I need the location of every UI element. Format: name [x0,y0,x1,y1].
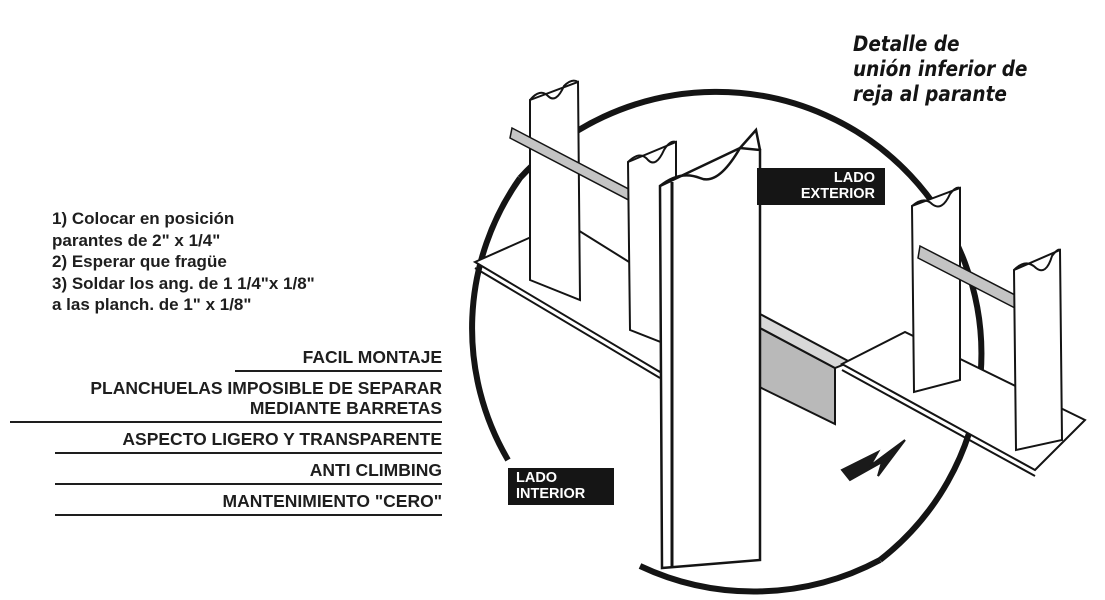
detail-circle [517,88,985,563]
middle-bar-break [627,140,677,164]
main-post [658,146,762,570]
instruction-step-2-line-1: 2) Esperar que fragüe [52,252,227,271]
instruction-step-1-line-2: parantes de 2" x 1/4" [52,230,221,250]
feature-label: PLANCHUELAS IMPOSIBLE DE SEPARAR [90,378,442,398]
label-exterior-line-2: EXTERIOR [800,185,875,202]
detail-title-line-2: unión inferior de [853,57,1028,81]
instruction-step-3-line-2: a las planch. de 1" x 1/8" [52,295,252,314]
feature-list: FACIL MONTAJE PLANCHUELAS IMPOSIBLE DE S… [10,346,442,521]
right-front-bar-break [1013,248,1061,272]
label-lado-interior: LADO INTERIOR [508,468,614,505]
right-rear-bar-break [911,186,961,208]
detail-circle-left-arc [469,176,523,462]
feature-label: MANTENIMIENTO "CERO" [222,491,442,511]
right-rear-bar [910,186,961,394]
detail-title: Detalle de unión inferior de reja al par… [853,32,1064,107]
feature-item-planchuelas: PLANCHUELAS IMPOSIBLE DE SEPARAR MEDIANT… [10,377,442,423]
instruction-step-3-line-1: 3) Soldar los ang. de 1 1/4"x 1/8" [52,273,315,293]
instruction-step-1-line-1: 1) Colocar en posición [52,209,235,228]
detail-title-line-1: Detalle de [853,32,960,56]
feature-item-aspecto: ASPECTO LIGERO Y TRANSPARENTE [55,428,442,454]
feature-label: FACIL MONTAJE [302,347,442,367]
detail-circle-lower-arc [638,557,882,595]
feature-label-continued: MEDIANTE BARRETAS [249,398,442,418]
left-assembly [472,79,853,570]
label-lado-exterior: LADO EXTERIOR [757,168,885,205]
right-base-edge [841,369,1036,477]
feature-item-facil-montaje: FACIL MONTAJE [235,346,442,372]
right-assembly [839,186,1087,477]
rear-vertical-bar [529,80,582,302]
feature-label: ANTI CLIMBING [309,460,442,480]
feature-item-anti-climbing: ANTI CLIMBING [55,459,442,485]
assembly-instructions: 1) Colocar en posición parantes de 2" x … [52,208,432,316]
label-interior-line-2: INTERIOR [516,485,586,502]
right-front-bar [1012,248,1064,452]
label-interior-line-1: LADO [516,470,558,486]
detail-title-line-3: reja al parante [853,82,1007,106]
feature-label: ASPECTO LIGERO Y TRANSPARENTE [122,429,442,449]
left-base-edge [474,267,661,379]
feature-item-mantenimiento: MANTENIMIENTO "CERO" [55,490,442,516]
main-post-break [659,127,762,187]
label-exterior-line-1: LADO [833,170,875,186]
rear-bar-break [529,79,579,101]
assembly-arrow [840,439,906,482]
